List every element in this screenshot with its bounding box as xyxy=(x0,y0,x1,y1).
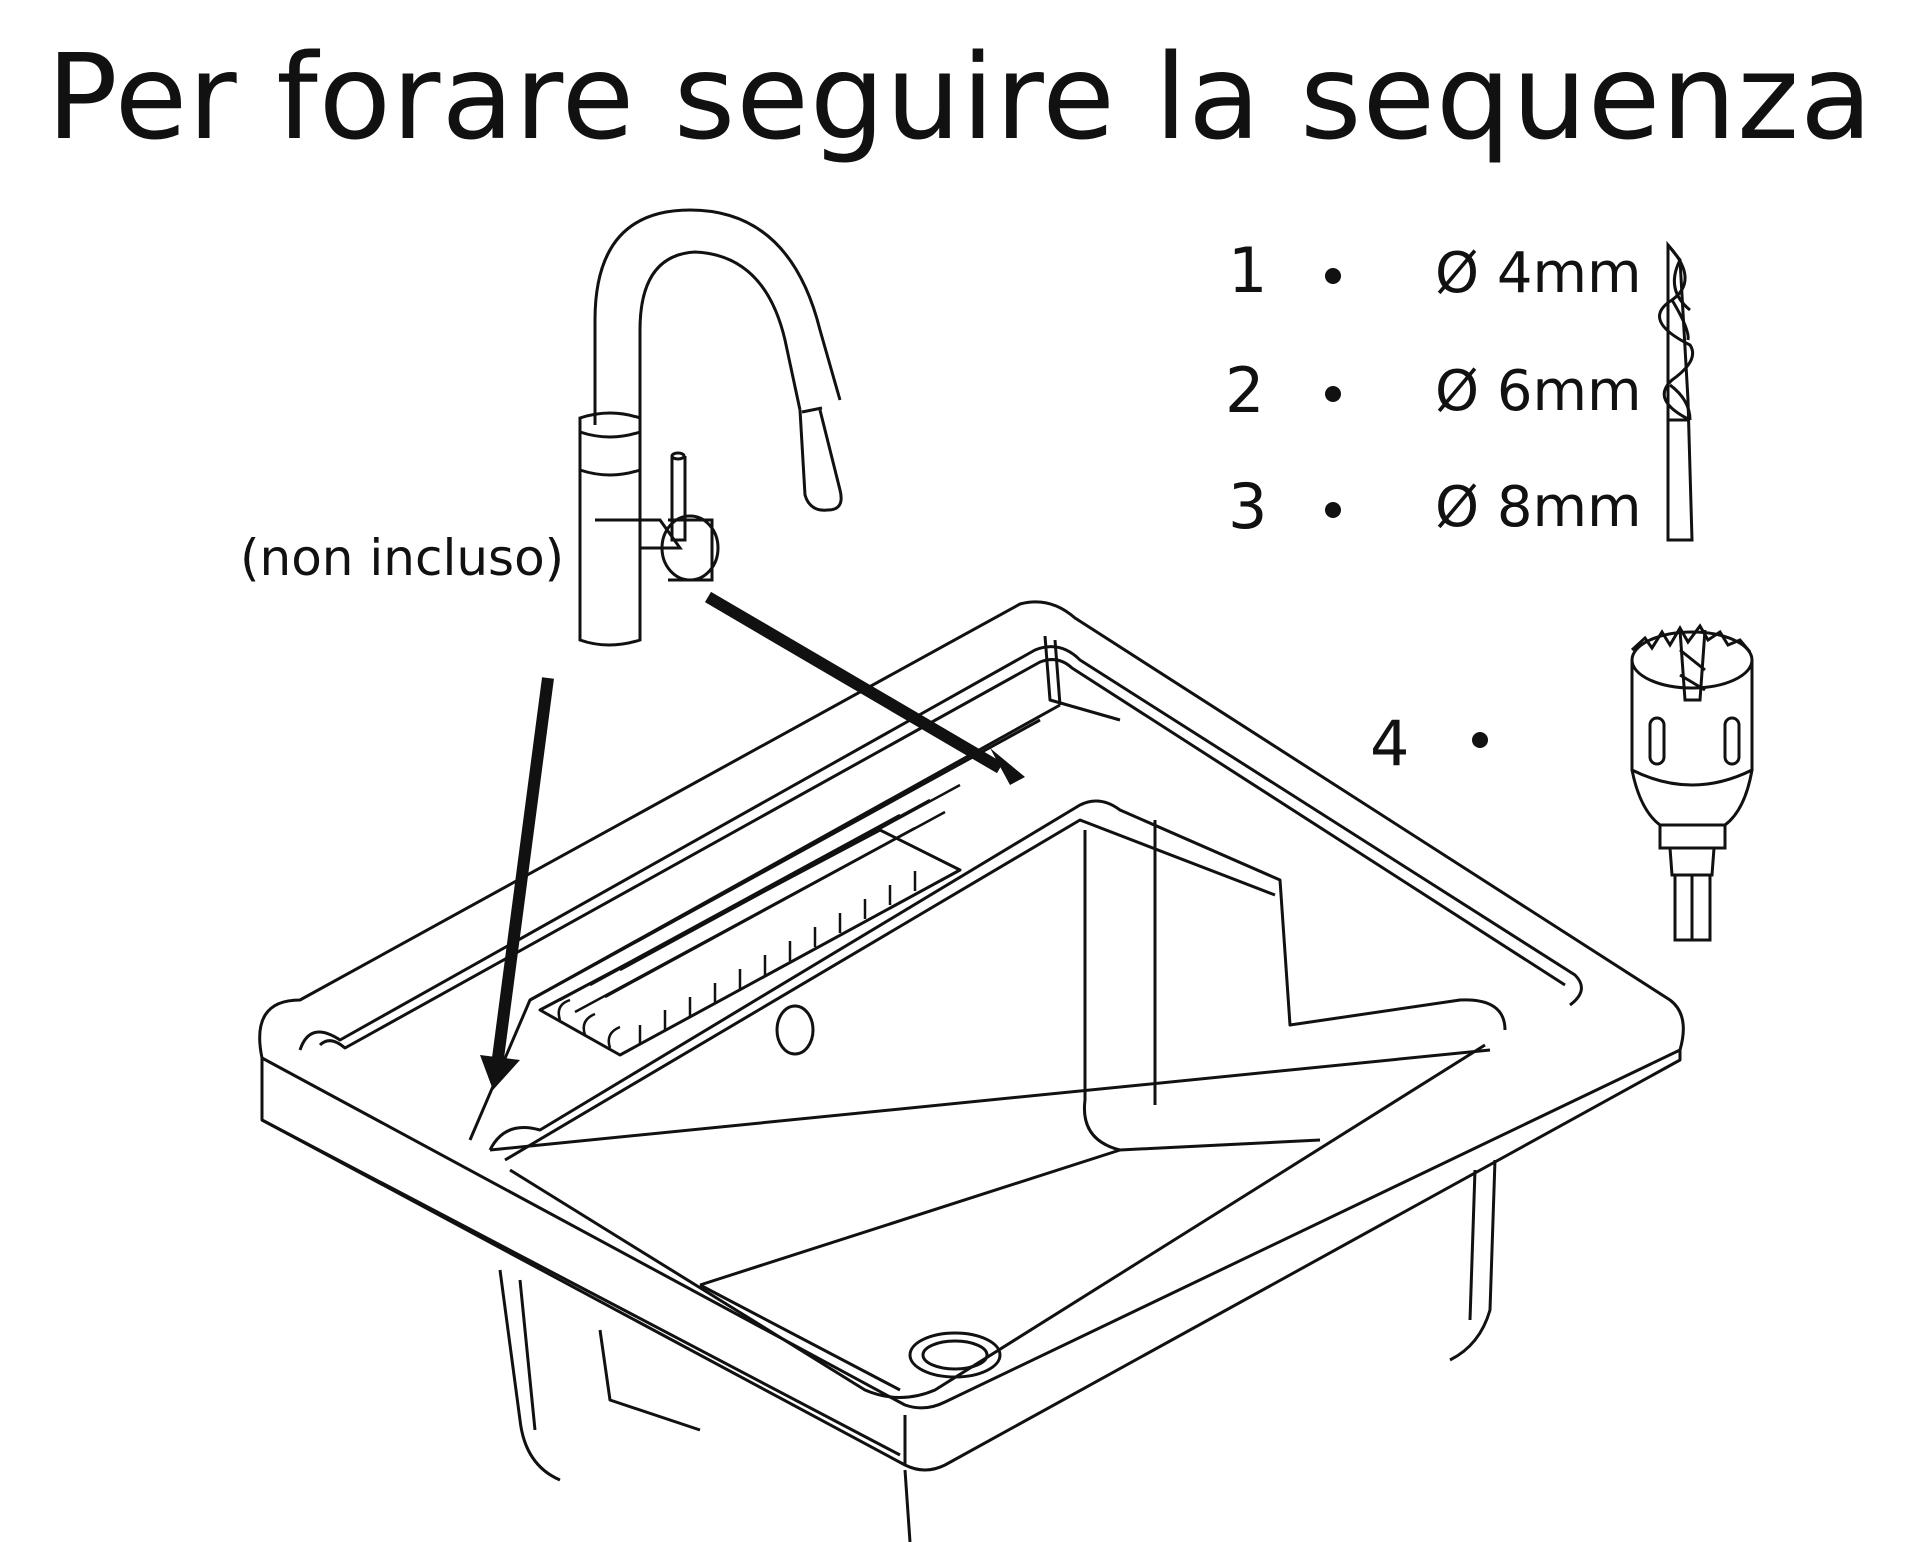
step-number: 4 xyxy=(1370,707,1409,780)
step-number: 2 xyxy=(1225,354,1264,427)
overflow-hole xyxy=(775,1004,815,1056)
step-bullet xyxy=(1472,732,1488,748)
step-2: 2 Ø 6mm xyxy=(1225,354,1642,427)
arrow-right-hole xyxy=(704,591,1004,774)
washboard-ribs xyxy=(557,783,961,1049)
step-size: Ø 4mm xyxy=(1435,241,1642,306)
step-bullet xyxy=(1325,386,1341,402)
arrows xyxy=(480,591,1025,1090)
laundry-sink-illustration xyxy=(258,600,1685,1542)
arrow-left-head xyxy=(480,1055,520,1090)
step-4: 4 xyxy=(1370,707,1488,780)
drain xyxy=(908,1331,1002,1379)
faucet-illustration xyxy=(578,208,843,647)
hole-saw-icon xyxy=(1630,623,1754,942)
step-bullet xyxy=(1325,268,1341,284)
step-size: Ø 8mm xyxy=(1435,475,1642,540)
twist-drill-icon xyxy=(1658,240,1695,542)
arrow-right-head xyxy=(990,748,1025,785)
step-3: 3 Ø 8mm xyxy=(1228,470,1642,543)
page-title: Per forare seguire la sequenza xyxy=(46,28,1874,166)
step-number: 3 xyxy=(1228,470,1267,543)
step-bullet xyxy=(1325,502,1341,518)
step-number: 1 xyxy=(1228,234,1267,307)
arrow-left-hole xyxy=(492,677,554,1059)
step-1: 1 Ø 4mm xyxy=(1228,234,1642,307)
faucet-note: (non incluso) xyxy=(240,529,564,587)
drill-sequence: 1 Ø 4mm 2 Ø 6mm 3 Ø 8mm 4 xyxy=(1225,234,1642,780)
step-size: Ø 6mm xyxy=(1435,359,1642,424)
